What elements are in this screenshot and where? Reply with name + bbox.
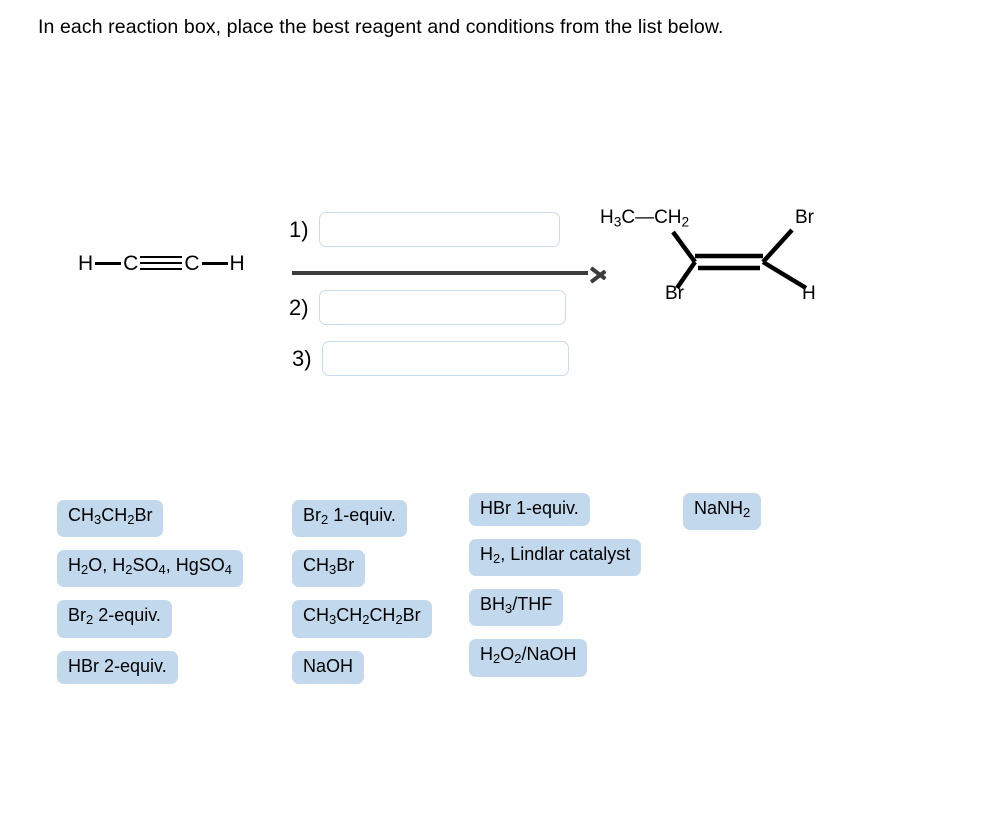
page-title: In each reaction box, place the best rea… <box>38 16 724 38</box>
reagent-item: CH3CH2CH2Br <box>292 600 432 638</box>
condition-row-3: 3) <box>292 341 569 376</box>
reagent-pill[interactable]: H2O, H2SO4, HgSO4 <box>57 550 243 588</box>
product-label-br-top: Br <box>795 207 814 228</box>
reagent-item: BH3/THF <box>469 589 641 627</box>
reagent-pill[interactable]: HBr 1-equiv. <box>469 493 590 526</box>
product-label-ethyl: H3C—CH2 <box>600 207 690 230</box>
reagent-pill[interactable]: CH3CH2CH2Br <box>292 600 432 638</box>
reactant-bond-right <box>201 261 228 265</box>
reaction-arrow-icon <box>292 262 607 284</box>
condition-label-1: 1) <box>289 216 309 242</box>
reagent-item: HBr 1-equiv. <box>469 493 641 526</box>
reactant-atom-c-right: C <box>184 251 200 275</box>
condition-label-2: 2) <box>289 294 309 320</box>
reagent-item: CH3CH2Br <box>57 500 243 538</box>
reagent-item: H2, Lindlar catalyst <box>469 539 642 577</box>
reactant-atom-h-right: H <box>229 251 245 275</box>
reagent-pill[interactable]: Br2 2-equiv. <box>57 600 172 638</box>
reaction-scheme: H C C H 1) 2) 3) <box>0 190 992 390</box>
reagent-item: NaNH2 <box>683 493 762 531</box>
product-label-h-bottom: H <box>802 283 816 304</box>
reagent-item: NaOH <box>292 650 432 684</box>
reagent-item: H2O, H2SO4, HgSO4 <box>57 550 243 588</box>
reagent-column-4: NaNH2 <box>683 493 762 543</box>
product-structure: H3C—CH2 Br Br H <box>595 204 845 324</box>
reagent-item: H2O2/NaOH <box>469 639 641 677</box>
condition-input-3[interactable] <box>322 341 569 376</box>
product-label-br-bottom: Br <box>665 284 684 301</box>
reagent-item: Br2 2-equiv. <box>57 600 243 638</box>
condition-input-2[interactable] <box>319 290 566 325</box>
reagent-pill[interactable]: NaOH <box>292 650 365 684</box>
condition-input-1[interactable] <box>319 212 560 247</box>
reagent-pill[interactable]: CH3CH2Br <box>57 500 164 538</box>
reagent-item: Br2 1-equiv. <box>292 500 432 538</box>
reagent-pill[interactable]: HBr 2-equiv. <box>57 650 178 684</box>
reagent-pill[interactable]: BH3/THF <box>469 589 564 627</box>
reagent-pill[interactable]: CH3Br <box>292 550 366 588</box>
reactant-structure: H C C H <box>78 246 245 280</box>
arrow-shaft <box>292 270 588 275</box>
reagent-pill[interactable]: H2, Lindlar catalyst <box>469 539 642 577</box>
reactant-triple-bond <box>140 255 183 271</box>
reagent-item: HBr 2-equiv. <box>57 650 243 684</box>
reagent-pill[interactable]: NaNH2 <box>683 493 762 531</box>
product-skeleton-icon <box>671 228 808 290</box>
reactant-atom-h-left: H <box>78 251 94 275</box>
reagent-pill[interactable]: Br2 1-equiv. <box>292 500 407 538</box>
condition-row-2: 2) <box>289 290 566 325</box>
reagent-pill[interactable]: H2O2/NaOH <box>469 639 588 677</box>
condition-label-3: 3) <box>292 345 312 371</box>
reactant-atom-c-left: C <box>123 251 139 275</box>
condition-row-1: 1) <box>289 212 560 247</box>
reagent-item: CH3Br <box>292 550 432 588</box>
reactant-bond-left <box>95 261 122 265</box>
